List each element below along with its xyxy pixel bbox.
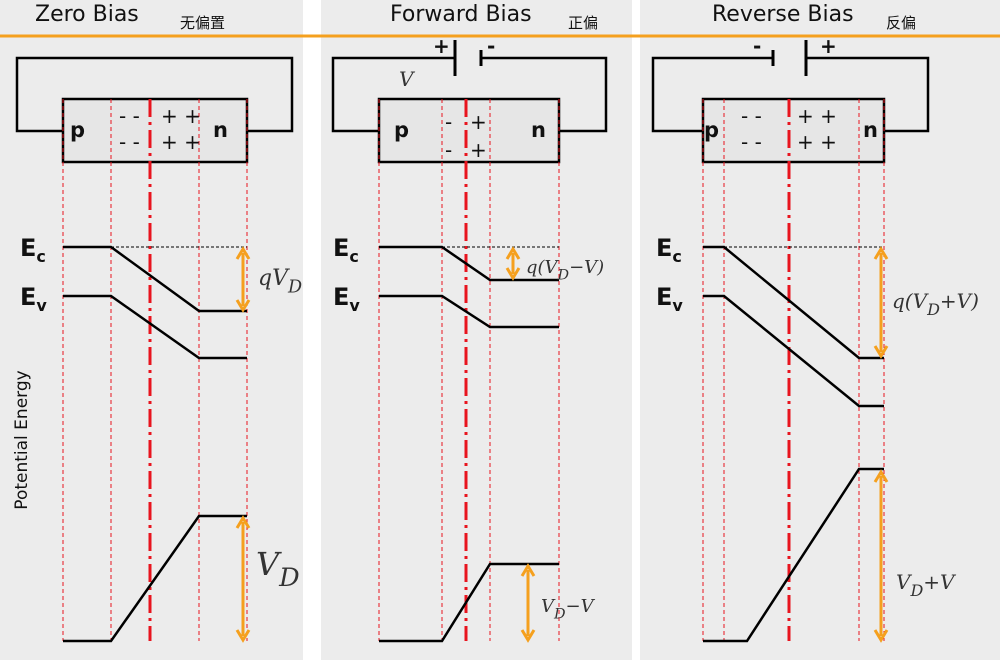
negative-charges-bottom-forward: - xyxy=(445,138,452,162)
positive-charges-top-reverse: + + xyxy=(797,104,837,128)
barrier-height-arrow-reverse xyxy=(873,246,889,359)
circuit-wire-left-reverse xyxy=(651,56,773,133)
p-region-label-forward: p xyxy=(394,118,409,142)
negative-charges-bottom-reverse: - - xyxy=(741,130,762,154)
device-box-zero xyxy=(61,97,249,164)
p-region-label-zero: p xyxy=(70,118,85,142)
n-region-label-forward: n xyxy=(531,118,546,142)
conduction-band-zero xyxy=(63,245,247,313)
device-box-reverse xyxy=(701,97,886,164)
potential-curve-reverse xyxy=(703,467,884,643)
panel-subtitle-zero-bias: 无偏置 xyxy=(180,14,226,32)
panel-subtitle-reverse-bias: 反偏 xyxy=(886,14,917,32)
negative-charges-top-reverse: - - xyxy=(741,104,762,128)
n-region-label-reverse: n xyxy=(863,118,878,142)
valence-band-forward xyxy=(379,294,559,329)
barrier-height-arrow-zero xyxy=(235,246,251,313)
panel-subtitle-forward-bias: 正偏 xyxy=(568,14,599,32)
battery-minus-sign-forward: - xyxy=(487,34,495,58)
positive-charges-bottom-forward: + xyxy=(470,138,487,162)
circuit-wire-left-forward xyxy=(331,56,455,133)
valence-band-reverse xyxy=(703,294,884,408)
negative-charges-bottom-zero: - - xyxy=(119,130,140,154)
battery-plus-sign-forward: + xyxy=(433,34,450,58)
ec-label-reverse: Ec xyxy=(656,234,682,266)
panel-title-zero-bias: Zero Bias xyxy=(35,2,139,27)
circuit-wire-right-reverse xyxy=(806,56,930,133)
ec-label-zero: Ec xyxy=(20,234,46,266)
ev-label-zero: Ev xyxy=(20,283,47,315)
negative-charges-top-forward: - xyxy=(445,110,452,134)
ev-label-forward: Ev xyxy=(333,283,360,315)
built-in-potential-label-forward: VD−V xyxy=(541,596,596,622)
potential-curve-zero xyxy=(63,514,247,643)
circuit-wire-right-forward xyxy=(481,56,608,133)
built-in-potential-label-zero: VD xyxy=(256,545,300,593)
ev-label-reverse: Ev xyxy=(656,283,683,315)
device-box-forward xyxy=(377,97,561,164)
panel-title-reverse-bias: Reverse Bias xyxy=(712,2,854,27)
negative-charges-top-zero: - - xyxy=(119,104,140,128)
n-region-label-zero: n xyxy=(213,118,228,142)
panel-title-forward-bias: Forward Bias xyxy=(390,2,532,27)
conduction-band-reverse xyxy=(703,245,884,360)
built-in-potential-label-reverse: VD+V xyxy=(896,570,957,600)
voltage-label-forward: V xyxy=(399,67,416,91)
positive-charges-bottom-zero: + + xyxy=(161,130,201,154)
p-region-label-reverse: p xyxy=(704,118,719,142)
battery-plus-sign-reverse: + xyxy=(820,34,837,58)
positive-charges-top-forward: + xyxy=(470,110,487,134)
conduction-band-forward xyxy=(379,245,559,282)
circuit-wire-zero xyxy=(15,56,294,133)
barrier-height-label-reverse: q(VD+V) xyxy=(892,289,979,319)
barrier-height-label-forward: q(VD−V) xyxy=(526,257,604,283)
barrier-height-arrow-forward xyxy=(505,246,521,281)
built-in-potential-arrow-zero xyxy=(235,515,251,643)
positive-charges-top-zero: + + xyxy=(161,104,201,128)
built-in-potential-arrow-reverse xyxy=(873,469,889,643)
ec-label-forward: Ec xyxy=(333,234,359,266)
battery-minus-sign-reverse: - xyxy=(753,34,761,58)
barrier-height-label-zero: qVD xyxy=(258,266,302,298)
built-in-potential-arrow-forward xyxy=(520,563,536,643)
positive-charges-bottom-reverse: + + xyxy=(797,130,837,154)
valence-band-zero xyxy=(63,294,247,360)
potential-curve-forward xyxy=(379,562,559,643)
